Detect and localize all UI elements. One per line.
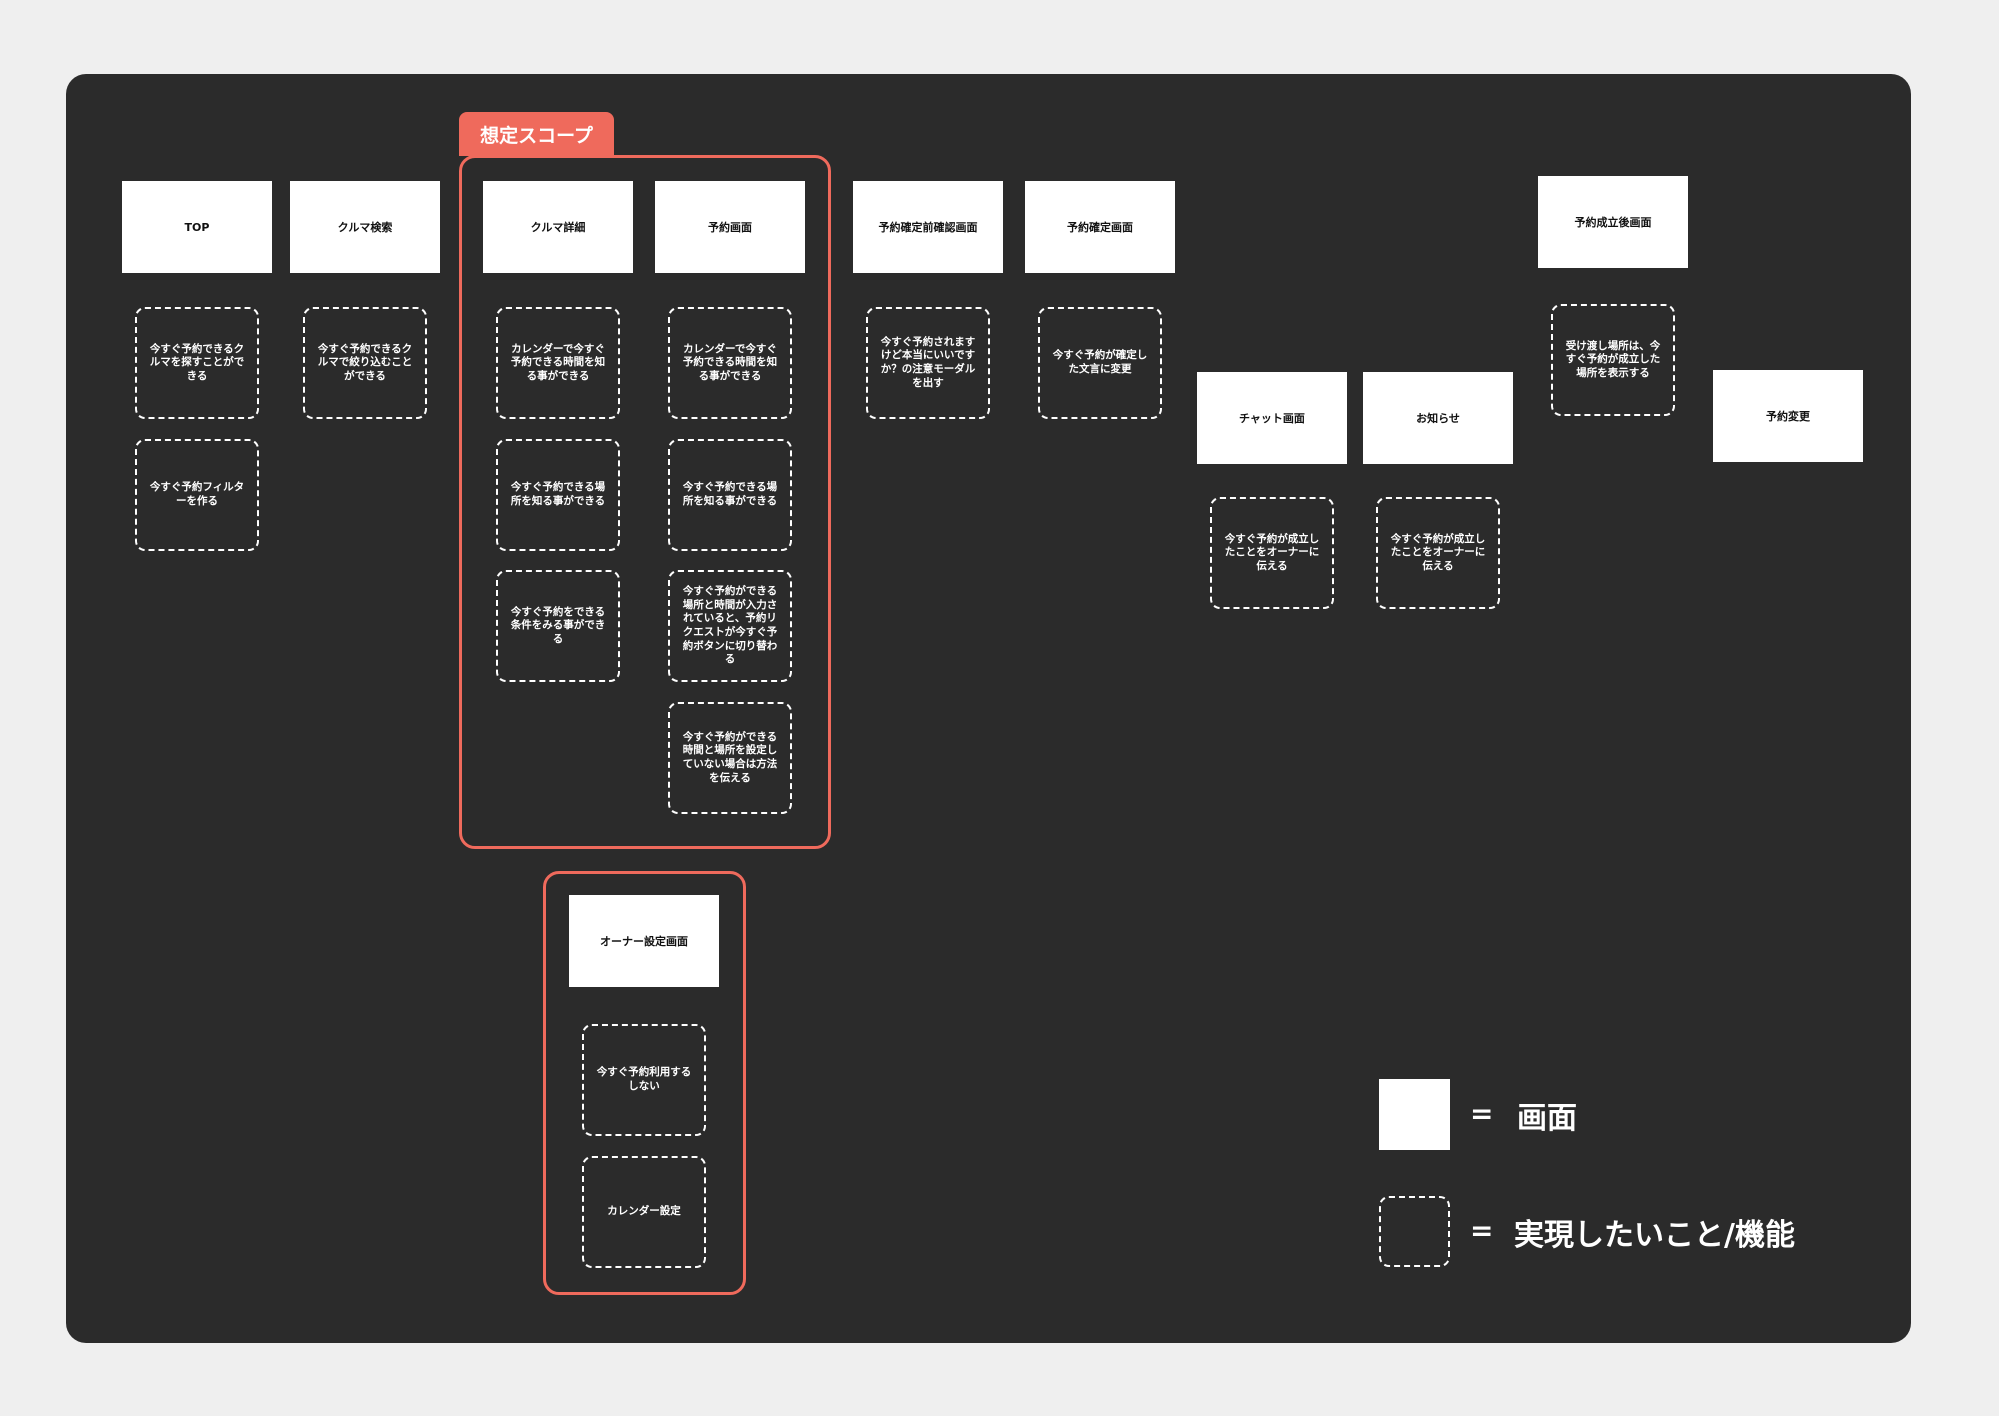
legend-feature-label: 実現したいこと/機能: [1514, 1218, 1795, 1253]
feature-res-2: 今すぐ予約できる場所を知る事ができる: [668, 439, 792, 551]
feature-res-1: カレンダーで今すぐ予約できる時間を知る事ができる: [668, 307, 792, 419]
feature-chat-1: 今すぐ予約が成立したことをオーナーに伝える: [1210, 497, 1334, 609]
feature-search-1: 今すぐ予約できるクルマで絞り込むことができる: [303, 307, 427, 419]
screen-notice: お知らせ: [1363, 372, 1513, 464]
legend-screen-label: 画面: [1517, 1101, 1577, 1136]
screen-top: TOP: [122, 181, 272, 273]
screen-car-search: クルマ検索: [290, 181, 440, 273]
screen-car-detail: クルマ詳細: [483, 181, 633, 273]
feature-pre-1: 今すぐ予約されますけど本当にいいですか？の注意モーダルを出す: [866, 307, 990, 419]
feature-owner-2: カレンダー設定: [582, 1156, 706, 1268]
feature-after-1: 受け渡し場所は、今すぐ予約が成立した場所を表示する: [1551, 304, 1675, 416]
feature-confirm-1: 今すぐ予約が確定した文言に変更: [1038, 307, 1162, 419]
screen-confirm: 予約確定画面: [1025, 181, 1175, 273]
feature-notice-1: 今すぐ予約が成立したことをオーナーに伝える: [1376, 497, 1500, 609]
screen-reservation: 予約画面: [655, 181, 805, 273]
feature-detail-1: カレンダーで今すぐ予約できる時間を知る事ができる: [496, 307, 620, 419]
legend-feature-swatch: [1379, 1196, 1450, 1267]
legend-equals-1: =: [1470, 1097, 1494, 1130]
scope-label: 想定スコープ: [459, 112, 614, 156]
scope-frame: [459, 155, 831, 849]
feature-res-4: 今すぐ予約ができる時間と場所を設定していない場合は方法を伝える: [668, 702, 792, 814]
feature-res-3: 今すぐ予約ができる場所と時間が入力されていると、予約リクエストが今すぐ予約ボタン…: [668, 570, 792, 682]
scope-frame-owner: [543, 871, 746, 1295]
screen-change: 予約変更: [1713, 370, 1863, 462]
diagram-board: [66, 74, 1911, 1343]
feature-top-1: 今すぐ予約できるクルマを探すことができる: [135, 307, 259, 419]
feature-detail-2: 今すぐ予約できる場所を知る事ができる: [496, 439, 620, 551]
feature-owner-1: 今すぐ予約利用するしない: [582, 1024, 706, 1136]
legend-equals-2: =: [1470, 1214, 1494, 1247]
legend-screen-swatch: [1379, 1079, 1450, 1150]
screen-chat: チャット画面: [1197, 372, 1347, 464]
screen-owner-settings: オーナー設定画面: [569, 895, 719, 987]
feature-detail-3: 今すぐ予約をできる条件をみる事ができる: [496, 570, 620, 682]
screen-pre-confirm: 予約確定前確認画面: [853, 181, 1003, 273]
feature-top-2: 今すぐ予約フィルターを作る: [135, 439, 259, 551]
screen-after-success: 予約成立後画面: [1538, 176, 1688, 268]
